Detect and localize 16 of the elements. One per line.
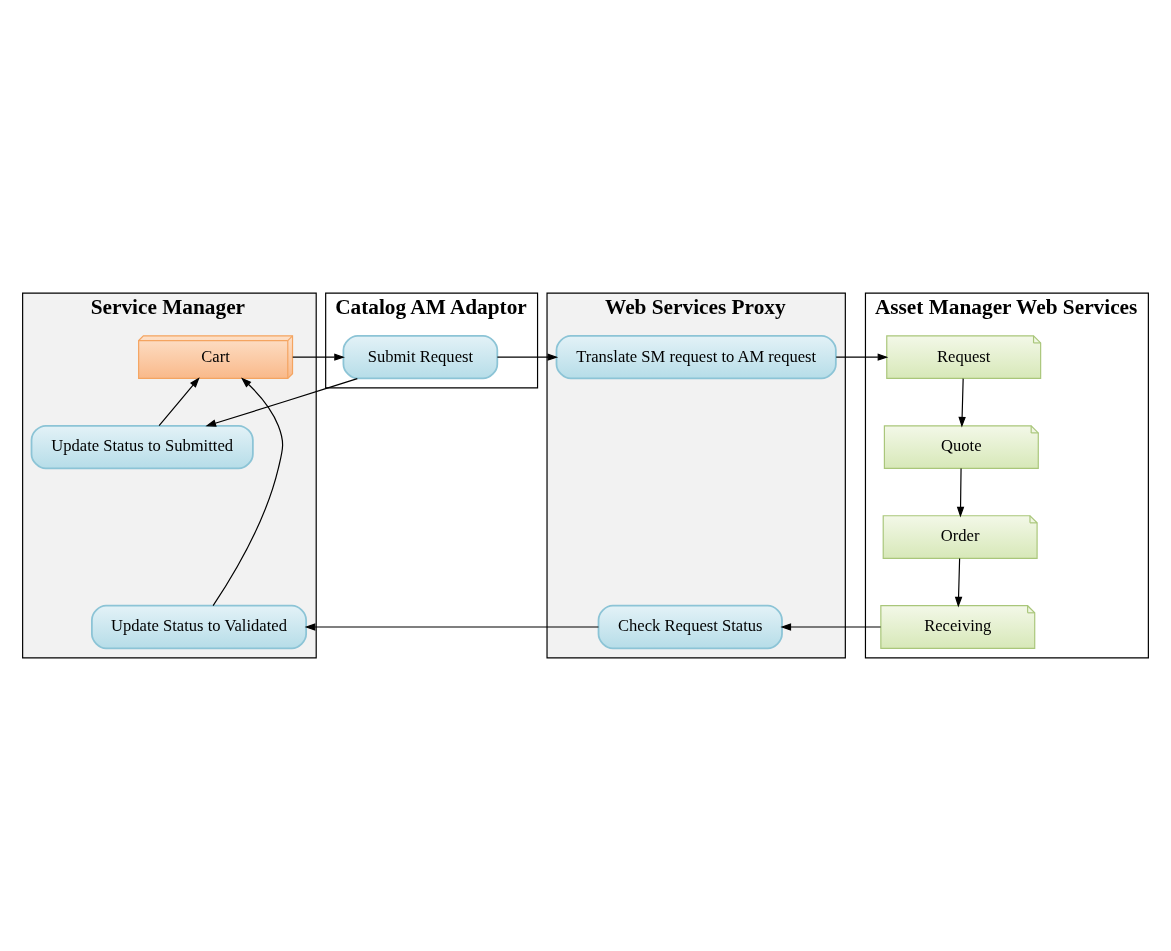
arrow bbox=[958, 378, 966, 428]
arrow bbox=[304, 623, 600, 631]
arrow bbox=[496, 353, 559, 361]
arrow bbox=[835, 353, 889, 361]
arrow bbox=[954, 557, 963, 608]
arrow bbox=[292, 353, 345, 361]
node-box: Check Request Status bbox=[597, 604, 783, 650]
arrow bbox=[956, 468, 965, 518]
arrow bbox=[158, 377, 200, 427]
node-box: Submit Request bbox=[342, 334, 499, 380]
arrow bbox=[780, 623, 882, 631]
arrow bbox=[205, 378, 358, 427]
arrow bbox=[212, 377, 284, 607]
node-box: Update Status to Validated bbox=[91, 604, 308, 650]
node-box: Update Status to Submitted bbox=[30, 424, 254, 470]
node-box: Translate SM request to AM request bbox=[555, 334, 837, 380]
